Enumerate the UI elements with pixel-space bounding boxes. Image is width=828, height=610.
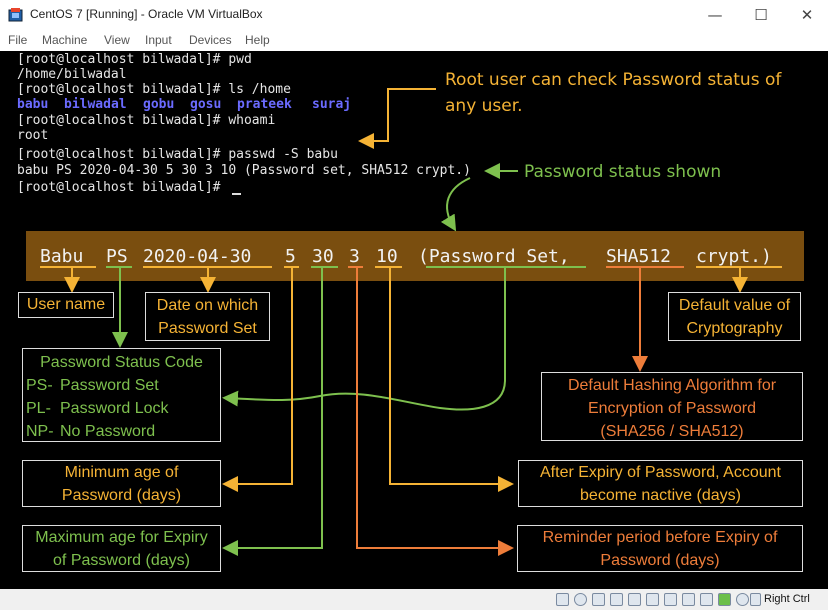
band-field-status: PS: [106, 246, 128, 267]
status-desc-np: No Password: [60, 423, 156, 440]
display-icon[interactable]: [664, 593, 677, 606]
title-bar: CentOS 7 [Running] - Oracle VM VirtualBo…: [0, 0, 828, 30]
arrow-reminder: [356, 268, 514, 556]
close-button[interactable]: ✕: [800, 6, 814, 24]
terminal-line: [root@localhost bilwadal]# passwd -S bab…: [17, 147, 338, 162]
terminal-cursor: [232, 193, 241, 195]
band-field-crypt: crypt.): [696, 246, 772, 267]
band-field-inactive: 10: [376, 246, 398, 267]
terminal-line: [root@localhost bilwadal]# whoami: [17, 113, 276, 128]
video-capture-icon[interactable]: [682, 593, 695, 606]
ls-entry: suraj: [312, 97, 352, 112]
terminal-line: /home/bilwadal: [17, 67, 127, 82]
hard-disk-icon[interactable]: [556, 593, 569, 606]
terminal-line: [root@localhost bilwadal]# ls /home: [17, 82, 291, 97]
menu-devices[interactable]: Devices: [189, 33, 232, 47]
status-desc-pl: Password Lock: [60, 400, 169, 417]
shared-folders-icon[interactable]: [646, 593, 659, 606]
terminal-line: [root@localhost bilwadal]#: [17, 180, 229, 195]
band-field-date: 2020-04-30: [143, 246, 252, 267]
label-user-name: User name: [18, 292, 114, 318]
cpu-activity-icon[interactable]: [718, 593, 731, 606]
network-icon[interactable]: [610, 593, 623, 606]
menu-view[interactable]: View: [104, 33, 130, 47]
keyboard-capture-icon[interactable]: [750, 593, 761, 606]
band-field-user: Babu: [40, 246, 84, 267]
ls-entry: prateek: [237, 97, 292, 112]
ls-entry: babu: [17, 97, 49, 112]
callout-root-check-line2: any user.: [445, 96, 523, 116]
status-desc-ps: Password Set: [60, 377, 159, 394]
band-field-max: 30: [312, 246, 334, 267]
host-key-label: Right Ctrl: [764, 593, 810, 605]
optical-drive-icon[interactable]: [574, 593, 587, 606]
arrow-inactive: [389, 268, 514, 492]
mouse-integration-icon[interactable]: [736, 593, 749, 606]
status-code-np: NP-: [26, 423, 54, 440]
status-output-band: [26, 231, 804, 281]
vm-status-bar: Right Ctrl: [0, 589, 828, 610]
menu-input[interactable]: Input: [145, 33, 172, 47]
usb-icon[interactable]: [628, 593, 641, 606]
menu-bar: File Machine View Input Devices Help: [0, 30, 828, 51]
audio-icon[interactable]: [592, 593, 605, 606]
menu-machine[interactable]: Machine: [42, 33, 88, 47]
terminal-line: root: [17, 128, 49, 143]
band-field-password-set: (Password Set,: [418, 246, 570, 267]
ls-entry: gosu: [190, 97, 222, 112]
label-status-code: Password Status Code PS- Password Set PL…: [22, 348, 221, 442]
ls-entry: gobu: [143, 97, 175, 112]
window-title: CentOS 7 [Running] - Oracle VM VirtualBo…: [30, 7, 263, 21]
terminal-line: [root@localhost bilwadal]# pwd: [17, 52, 252, 67]
band-field-sha512: SHA512: [606, 246, 672, 267]
status-code-title: Password Status Code: [40, 354, 203, 371]
terminal-line: babu PS 2020-04-30 5 30 3 10 (Password s…: [17, 163, 471, 178]
menu-help[interactable]: Help: [245, 33, 270, 47]
maximize-button[interactable]: ☐: [754, 6, 768, 24]
band-field-warn: 3: [349, 246, 360, 267]
arrow-min: [222, 268, 293, 492]
virtualbox-icon: [8, 8, 23, 22]
callout-root-check-line1: Root user can check Password status of: [445, 70, 782, 90]
status-shown-arrow-down: [440, 177, 471, 232]
menu-file[interactable]: File: [8, 33, 28, 47]
root-check-arrow: [358, 88, 436, 149]
ls-entry: bilwadal: [64, 97, 127, 112]
minimize-button[interactable]: —: [707, 6, 723, 24]
arrow-max: [222, 268, 323, 556]
callout-status-shown: Password status shown: [524, 162, 722, 182]
band-field-min: 5: [285, 246, 296, 267]
vm-screen[interactable]: [0, 51, 828, 589]
recording-icon[interactable]: [700, 593, 713, 606]
arrow-password-set: [222, 268, 506, 411]
status-code-ps: PS-: [26, 377, 53, 394]
status-code-pl: PL-: [26, 400, 51, 417]
